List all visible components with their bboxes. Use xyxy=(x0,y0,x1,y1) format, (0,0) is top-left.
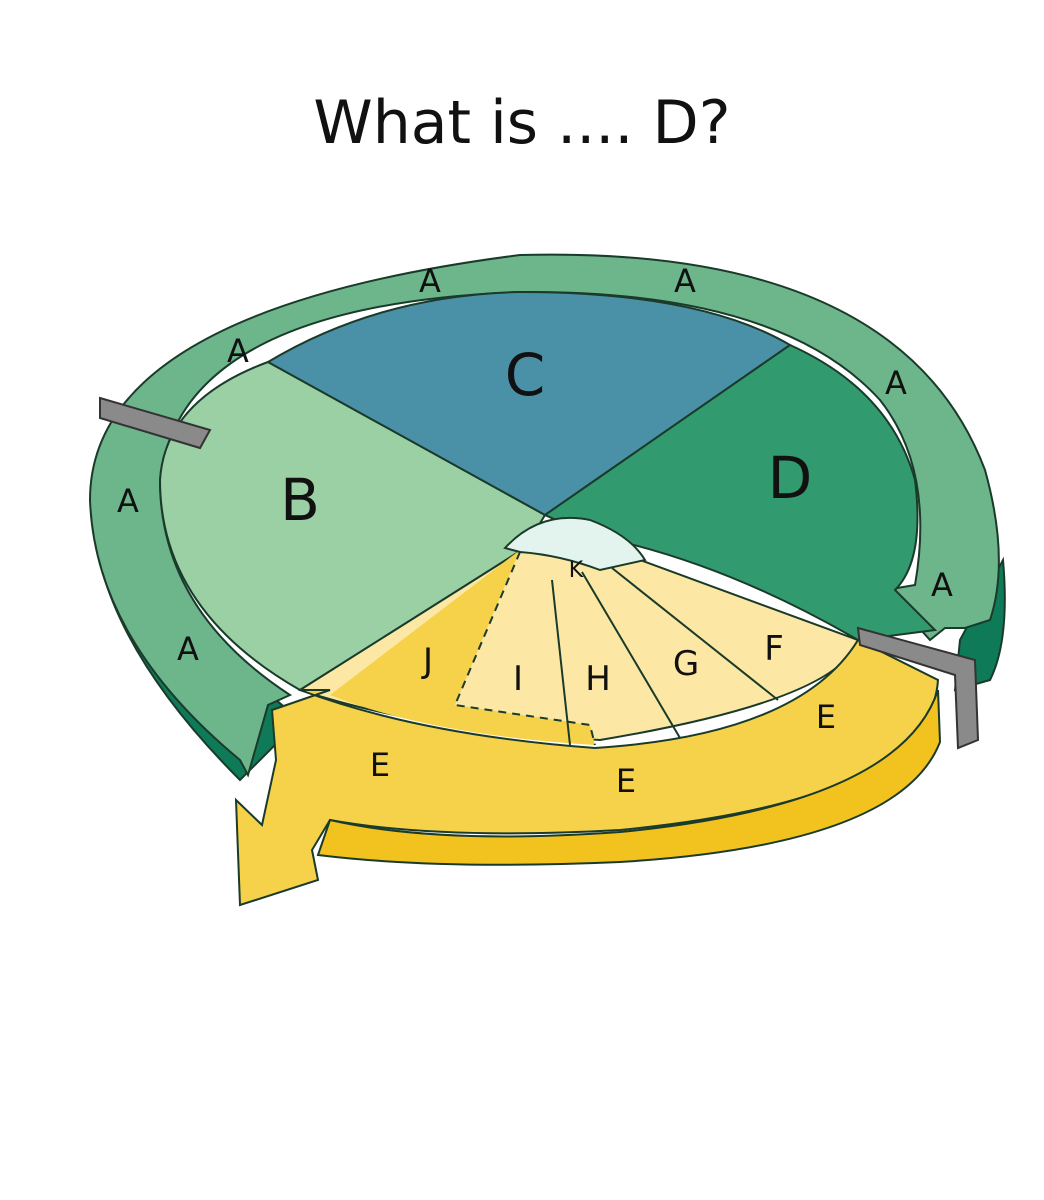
segment-b xyxy=(158,360,547,692)
label-a-3: A xyxy=(227,332,249,370)
label-i: I xyxy=(513,659,523,699)
label-b: B xyxy=(280,466,320,534)
label-g: G xyxy=(673,644,699,684)
checkpoint-right xyxy=(856,626,980,750)
label-d: D xyxy=(768,444,813,512)
label-e-3: E xyxy=(816,698,836,736)
label-j: J xyxy=(421,641,433,681)
question-title: What is .... D? xyxy=(313,88,731,158)
outer-ring-e-side xyxy=(316,689,942,866)
segment-j-dashed xyxy=(453,551,596,746)
segment-d xyxy=(542,343,938,642)
label-e-1: E xyxy=(370,746,390,784)
segment-k xyxy=(503,516,647,572)
label-h: H xyxy=(585,659,611,699)
label-a-4: A xyxy=(885,364,907,402)
label-f: F xyxy=(764,629,784,669)
label-c: C xyxy=(505,341,546,409)
label-a-6: A xyxy=(931,566,953,604)
outer-ring-a xyxy=(88,253,1000,778)
label-a-5: A xyxy=(117,482,139,520)
label-a-1: A xyxy=(419,262,441,300)
label-e-2: E xyxy=(616,762,636,800)
segment-j-region xyxy=(330,550,595,745)
checkpoint-left xyxy=(99,396,212,450)
segment-c xyxy=(265,290,792,517)
label-k: K xyxy=(569,558,584,583)
label-a-7: A xyxy=(177,630,199,668)
label-a-2: A xyxy=(674,262,696,300)
